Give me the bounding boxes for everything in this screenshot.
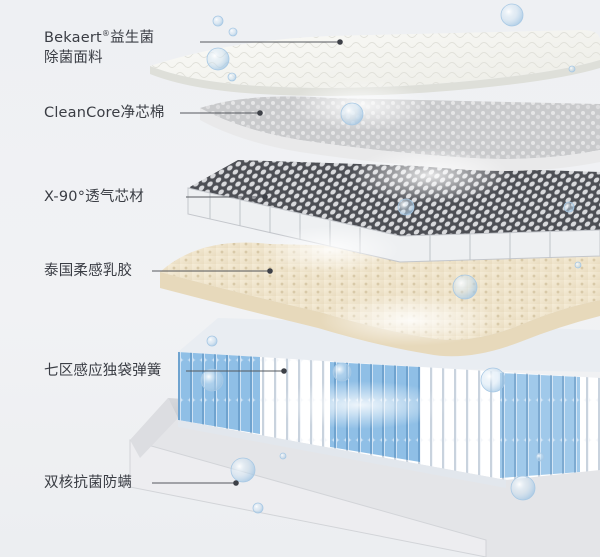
label-cleancore: CleanCore净芯棉	[44, 105, 165, 121]
airflow-mist	[260, 79, 510, 429]
bubble-decorations	[200, 3, 582, 514]
registered-mark: ®	[101, 29, 111, 38]
leader-dots	[233, 39, 343, 486]
label-springs: 七区感应独袋弹簧	[44, 363, 162, 379]
label-base: 双核抗菌防螨	[44, 475, 133, 491]
label-x90: X-90°透气芯材	[44, 189, 144, 205]
label-fabric-brand: Bekaert	[44, 30, 102, 46]
leader-lines	[152, 41, 340, 484]
label-fabric: Bekaert®益生菌 除菌面料	[44, 24, 154, 68]
fabric-layer	[150, 30, 600, 96]
label-latex: 泰国柔感乳胶	[44, 263, 133, 279]
label-fabric-line2: 除菌面料	[44, 50, 103, 66]
label-fabric-suffix: 益生菌	[110, 30, 155, 46]
